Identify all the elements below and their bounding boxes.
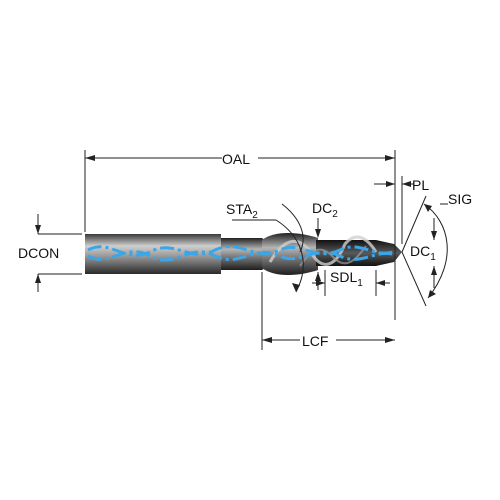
sig-label: SIG [448,191,472,207]
sdl1-label: SDL1 [330,269,363,289]
dc1-label: DC1 [410,243,436,263]
dc2-label: DC2 [312,200,338,220]
dcon-label: DCON [18,245,59,261]
pl-label: PL [412,177,429,193]
coolant-channel-1 [87,245,393,257]
sta2-label: STA2 [226,201,258,221]
oal-label: OAL [222,151,250,167]
coolant-channel-2 [87,250,393,262]
drill-shank [85,234,221,274]
lcf-label: LCF [302,333,328,349]
drill-neck [221,238,268,270]
flute-highlight [268,235,378,266]
